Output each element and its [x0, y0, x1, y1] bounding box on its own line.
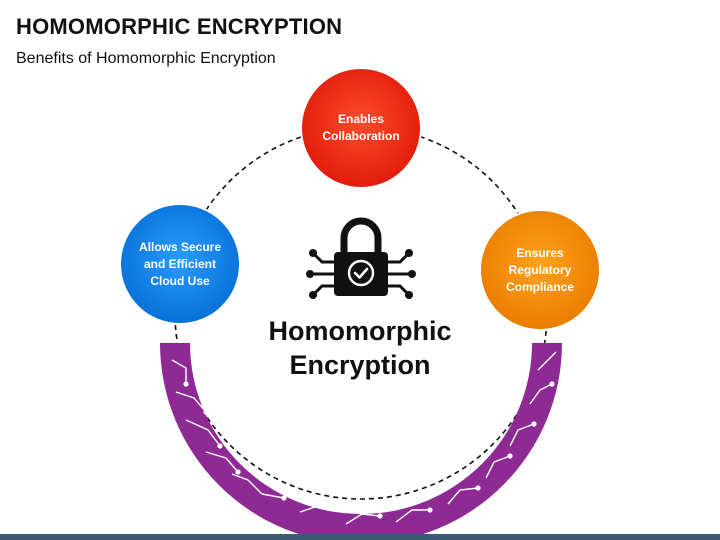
node-compliance-line: Ensures	[516, 245, 564, 260]
slide-title: HOMOMORPHIC ENCRYPTION	[16, 14, 343, 39]
node-cloud-line: Allows Secure	[138, 239, 222, 254]
node-collaboration-line: Collaboration	[322, 129, 400, 143]
node-cloud-line: and Efficient	[143, 256, 216, 271]
node-collaboration-circle	[300, 67, 422, 189]
center-label: Homomorphic Encryption	[240, 314, 480, 382]
lock-circuit-icon	[306, 217, 416, 299]
slide-subtitle: Benefits of Homomorphic Encryption	[16, 50, 276, 67]
node-cloud-circle	[119, 203, 241, 325]
node-cloud-line: Cloud Use	[150, 273, 210, 288]
node-compliance-line: Regulatory	[508, 262, 572, 277]
node-cloud-label: Allows Secure and Efficient Cloud Use	[130, 234, 230, 294]
node-collaboration-line: Enables	[337, 112, 385, 126]
circuit-arc	[160, 343, 562, 540]
center-label-line: Homomorphic	[268, 316, 452, 346]
center-label-line: Encryption	[289, 350, 431, 380]
node-compliance-label: Ensures Regulatory Compliance	[490, 240, 590, 300]
node-compliance-line: Compliance	[505, 279, 574, 294]
node-collaboration-label: Enables Collaboration	[311, 98, 411, 158]
node-compliance-circle	[479, 209, 601, 331]
footer-bar	[0, 534, 720, 540]
